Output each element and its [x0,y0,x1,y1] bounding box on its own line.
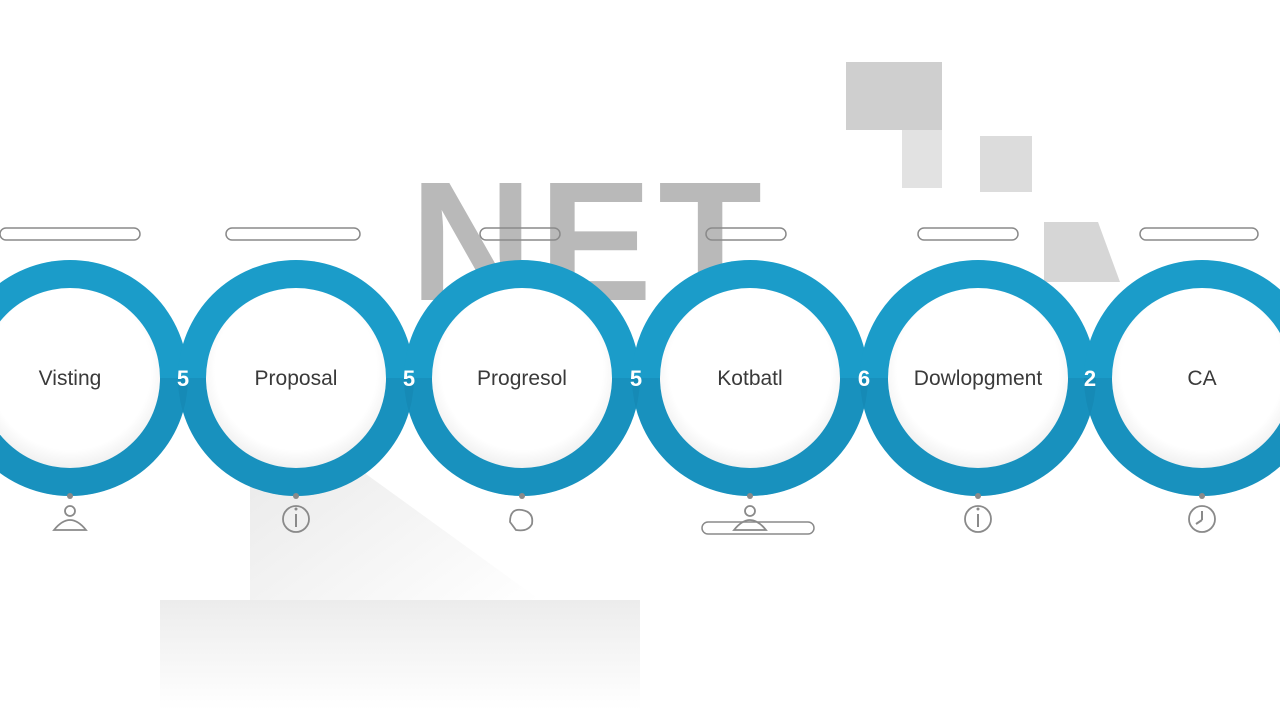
caption-placeholder-line [0,227,141,241]
person-icon [52,493,88,531]
stage-label: Kotbatl [717,367,782,390]
stage-ring-shade [0,378,188,496]
info-icon [282,493,310,533]
stage-label: Visting [39,367,102,390]
caption-placeholder-line [1139,227,1259,241]
deco-square [902,130,942,188]
caption-placeholder-line [225,227,361,241]
person-icon [732,493,768,531]
stage-ring-shade [1084,378,1280,496]
deco-triangle [1044,222,1120,282]
info-icon [964,493,992,533]
connector-number: 2 [1084,366,1096,391]
caption-placeholder-line [917,227,1019,241]
connector-number: 6 [858,366,870,391]
stage-inner-circle [206,288,386,468]
stage-inner-circle [888,288,1068,468]
connector-number: 5 [177,366,189,391]
stage-ring-shade [404,378,640,496]
stage-label: Proposal [255,367,338,390]
connector-number: 5 [630,366,642,391]
caption-placeholder-line [479,227,561,241]
stages-layer: Visting Proposal Progresol Kotbatl Dowlopgme… [0,227,1280,535]
stage-label: CA [1187,367,1216,390]
hand-icon [509,493,534,532]
stage-inner-circle [1112,288,1280,468]
stage-ring-shade [860,378,1096,496]
caption-placeholder-line [705,227,787,241]
stage-label: Dowlopgment [914,367,1043,390]
stage-ring-shade [178,378,414,496]
stage-inner-circle [432,288,612,468]
deco-bottom-block [160,600,640,710]
deco-square [980,136,1032,192]
connector-number: 5 [403,366,415,391]
caption-placeholder-line [701,521,815,535]
stage-inner-circle [660,288,840,468]
clock-icon [1188,493,1216,533]
stage-label: Progresol [477,367,567,390]
deco-square [846,62,942,130]
stage-ring-shade [632,378,868,496]
stage-inner-circle [0,288,160,468]
